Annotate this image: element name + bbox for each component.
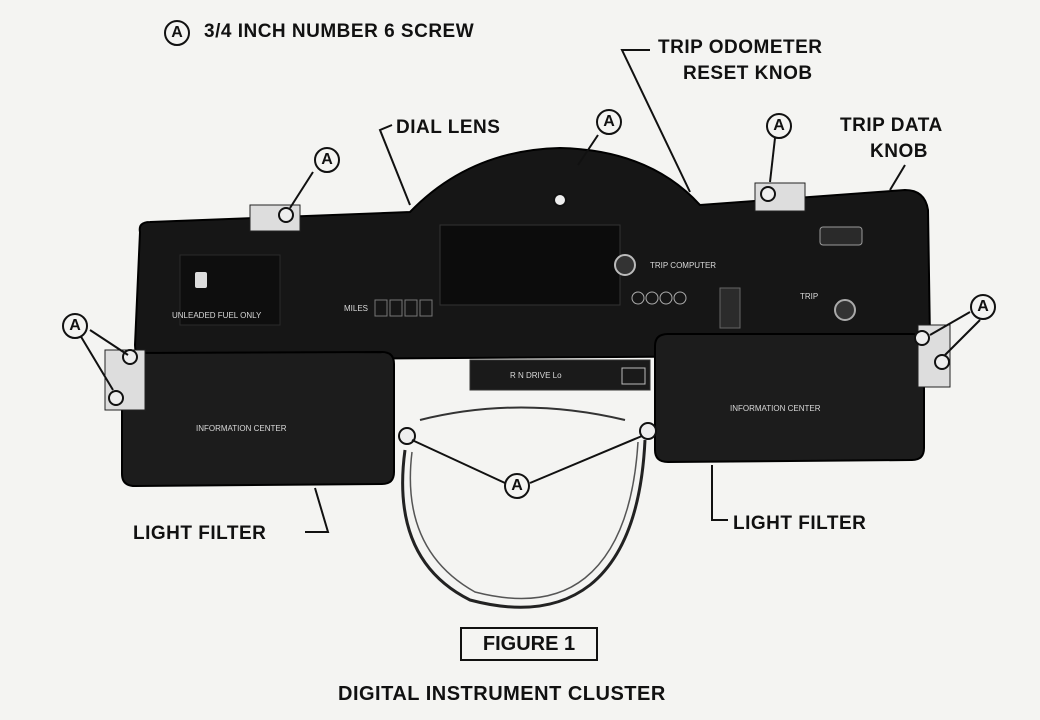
trip-text: TRIP	[800, 292, 819, 301]
leader-lines	[79, 49, 981, 533]
trip-computer-buttons	[631, 291, 687, 305]
dial-lens-label: DIAL LENS	[396, 117, 501, 138]
fuel-window	[179, 254, 281, 326]
screw-top-left	[278, 207, 294, 223]
screw-right	[914, 330, 930, 346]
screw-marker-top-left: A	[314, 147, 340, 173]
info-center-left-text: INFORMATION CENTER	[196, 424, 287, 433]
fuel-pump-icon	[195, 272, 207, 288]
figure-label: FIGURE 1	[482, 632, 576, 655]
screw-marker-dial: A	[596, 109, 622, 135]
trip-computer-text: TRIP COMPUTER	[650, 261, 717, 270]
trip-data-label-line2: KNOB	[870, 141, 928, 162]
wiring-harness-inner	[409, 441, 639, 600]
legend-symbol: A	[164, 20, 190, 46]
screw-marker-left: A	[62, 313, 88, 339]
wiring-harness	[401, 439, 647, 609]
trip-odometer-label-line1: TRIP ODOMETER	[658, 37, 823, 58]
figure-label-box: FIGURE 1	[460, 627, 598, 661]
dial-lens	[439, 224, 621, 306]
light-filter-left-label: LIGHT FILTER	[133, 523, 267, 544]
screw-marker-right: A	[970, 294, 996, 320]
screw-dial-top	[553, 193, 567, 207]
trip-data-knob	[834, 299, 856, 321]
screw-top-right	[760, 186, 776, 202]
odometer-digits	[374, 299, 433, 317]
trip-odometer-label-line2: RESET KNOB	[683, 63, 813, 84]
wire-loop	[419, 406, 626, 421]
trip-data-label-line1: TRIP DATA	[840, 115, 943, 136]
screw-bottom-left	[398, 427, 416, 445]
unleaded-fuel-text: UNLEADED FUEL ONLY	[172, 311, 262, 320]
arrow-shape-icon	[621, 367, 646, 385]
trip-selector-switch	[819, 226, 863, 246]
info-center-right-text: INFORMATION CENTER	[730, 404, 821, 413]
screw-right-lower	[934, 354, 950, 370]
screw-left-lower	[108, 390, 124, 406]
trip-odometer-reset-knob	[614, 254, 636, 276]
center-switch	[719, 287, 741, 329]
light-filter-left	[121, 350, 395, 488]
light-filter-right	[654, 333, 925, 464]
gear-text: R N DRIVE Lo	[510, 371, 562, 380]
light-filter-right-label: LIGHT FILTER	[733, 513, 867, 534]
legend-text: 3/4 INCH NUMBER 6 SCREW	[204, 21, 475, 42]
caption: DIGITAL INSTRUMENT CLUSTER	[338, 683, 666, 705]
screw-bottom-right	[639, 422, 657, 440]
screw-marker-top-right: A	[766, 113, 792, 139]
gear-indicator	[469, 359, 651, 391]
miles-text: MILES	[344, 304, 369, 313]
screw-marker-bottom: A	[504, 473, 530, 499]
